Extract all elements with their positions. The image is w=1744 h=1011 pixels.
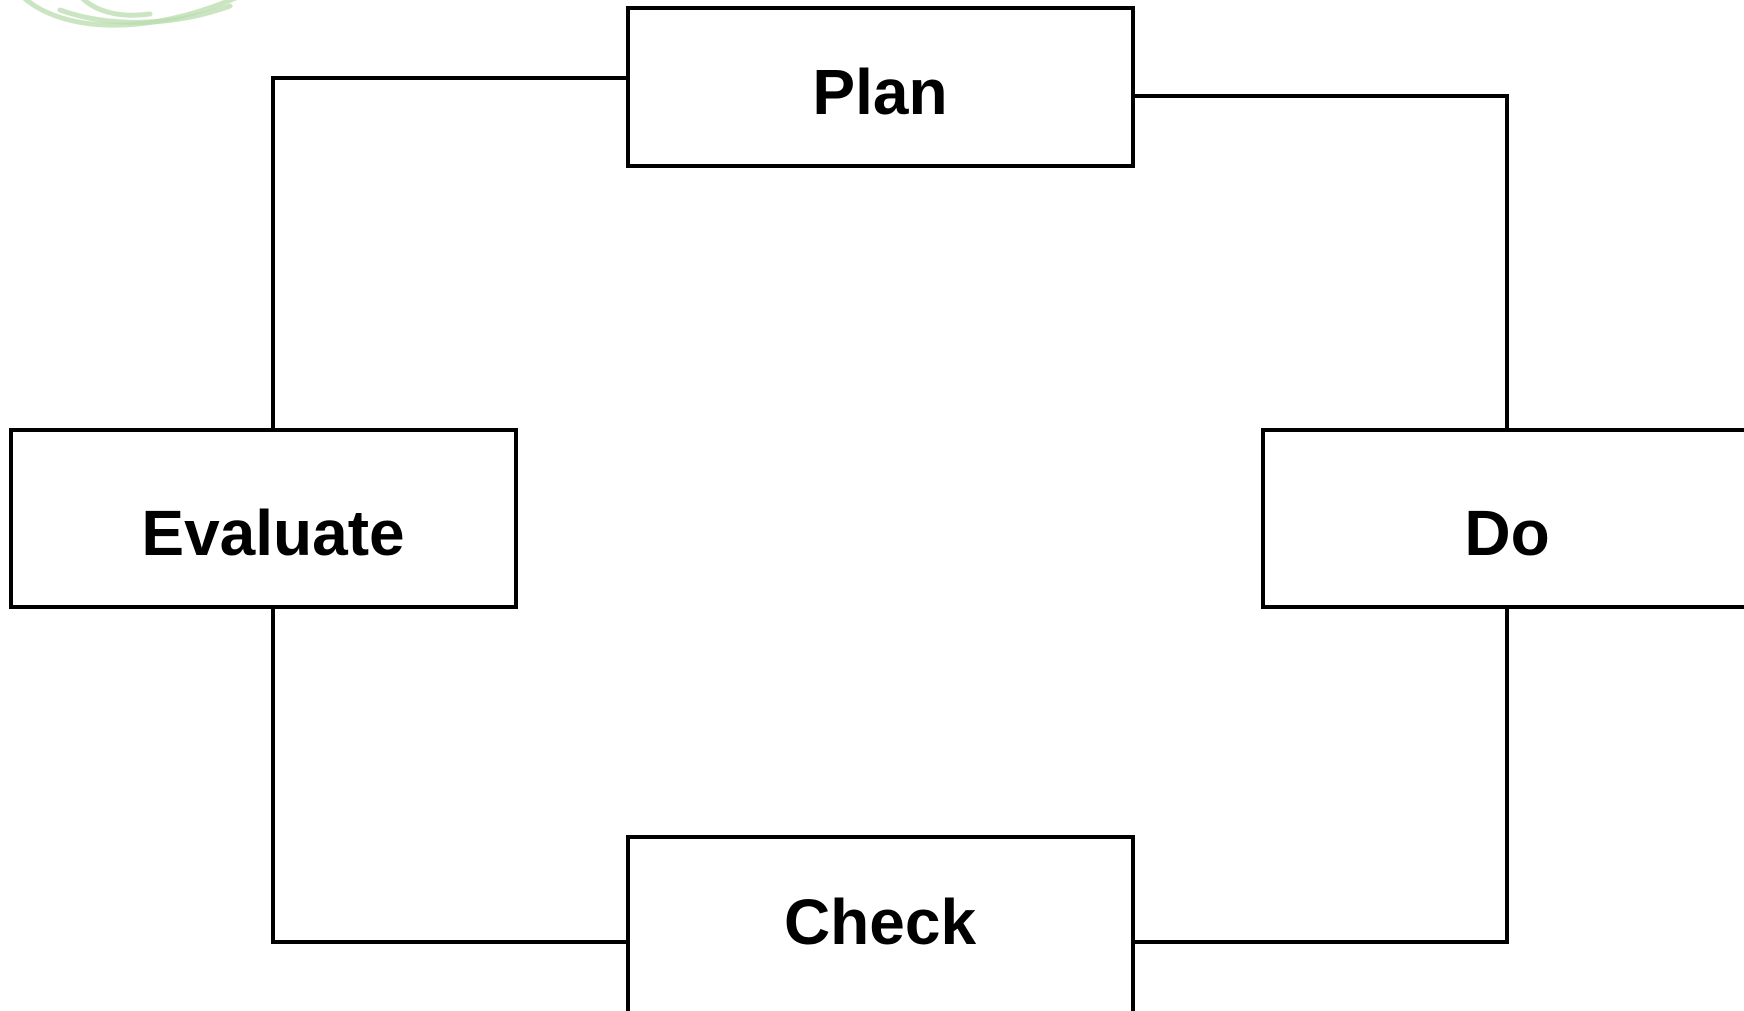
leaf-swoosh-icon: [22, 0, 237, 28]
node-check-label: Check: [784, 886, 977, 958]
node-do: Do: [1261, 428, 1744, 609]
node-plan-box: [626, 6, 1135, 168]
connector-evaluate-to-plan: [271, 76, 630, 432]
node-evaluate-box: [9, 428, 518, 609]
node-do-box: [1261, 428, 1744, 609]
node-evaluate: Evaluate: [9, 428, 518, 609]
node-plan: Plan: [626, 6, 1135, 168]
node-check-box: [626, 835, 1135, 1011]
node-do-label: Do: [1464, 497, 1549, 569]
connector-plan-to-do: [1131, 94, 1509, 432]
node-evaluate-label: Evaluate: [141, 497, 404, 569]
node-check: Check: [626, 835, 1135, 1011]
node-plan-label: Plan: [812, 56, 947, 128]
connector-check-to-evaluate: [271, 605, 630, 944]
connector-do-to-check: [1131, 605, 1509, 944]
